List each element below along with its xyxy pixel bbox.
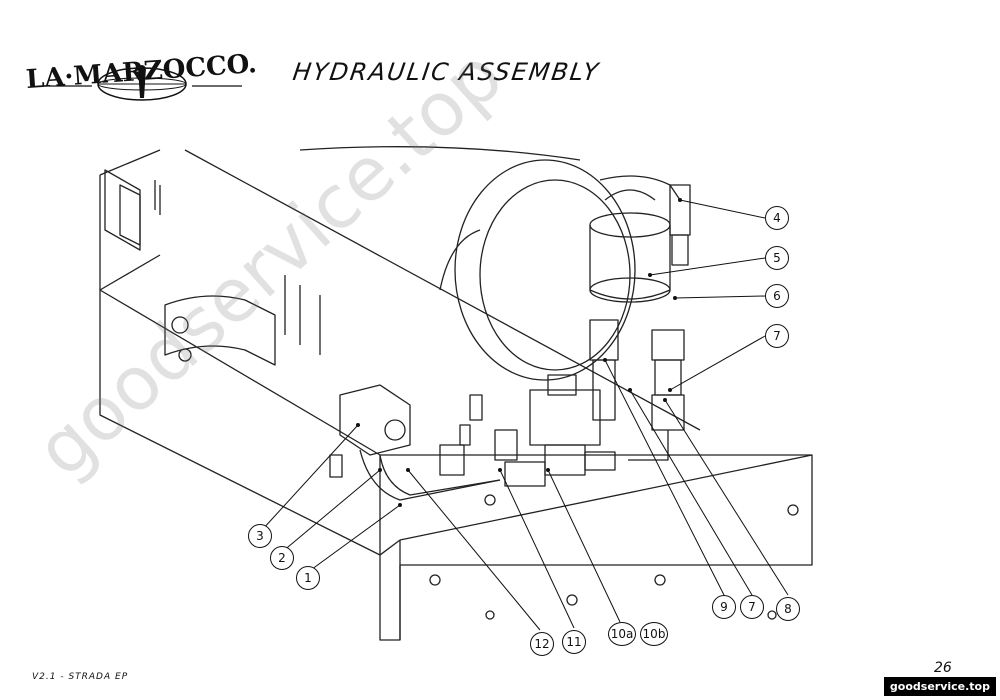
callout-10a: 10a <box>608 622 636 646</box>
callout-11: 11 <box>562 630 586 654</box>
page-number: 26 <box>934 660 952 676</box>
callout-10b: 10b <box>640 622 668 646</box>
callout-6: 6 <box>765 284 789 308</box>
callout-9: 9 <box>712 595 736 619</box>
callout-12: 12 <box>530 632 554 656</box>
model-footer: V2.1 - STRADA EP <box>32 672 129 682</box>
callout-4: 4 <box>765 206 789 230</box>
callout-8: 8 <box>776 597 800 621</box>
callout-7-top: 7 <box>765 324 789 348</box>
callout-1: 1 <box>296 566 320 590</box>
site-badge: goodservice.top <box>883 677 996 696</box>
la-marzocco-logo: LA·MARZOCCO. <box>25 49 258 101</box>
callout-7-bottom: 7 <box>740 595 764 619</box>
callout-2: 2 <box>270 546 294 570</box>
callout-3: 3 <box>248 524 272 548</box>
callout-5: 5 <box>765 246 789 270</box>
